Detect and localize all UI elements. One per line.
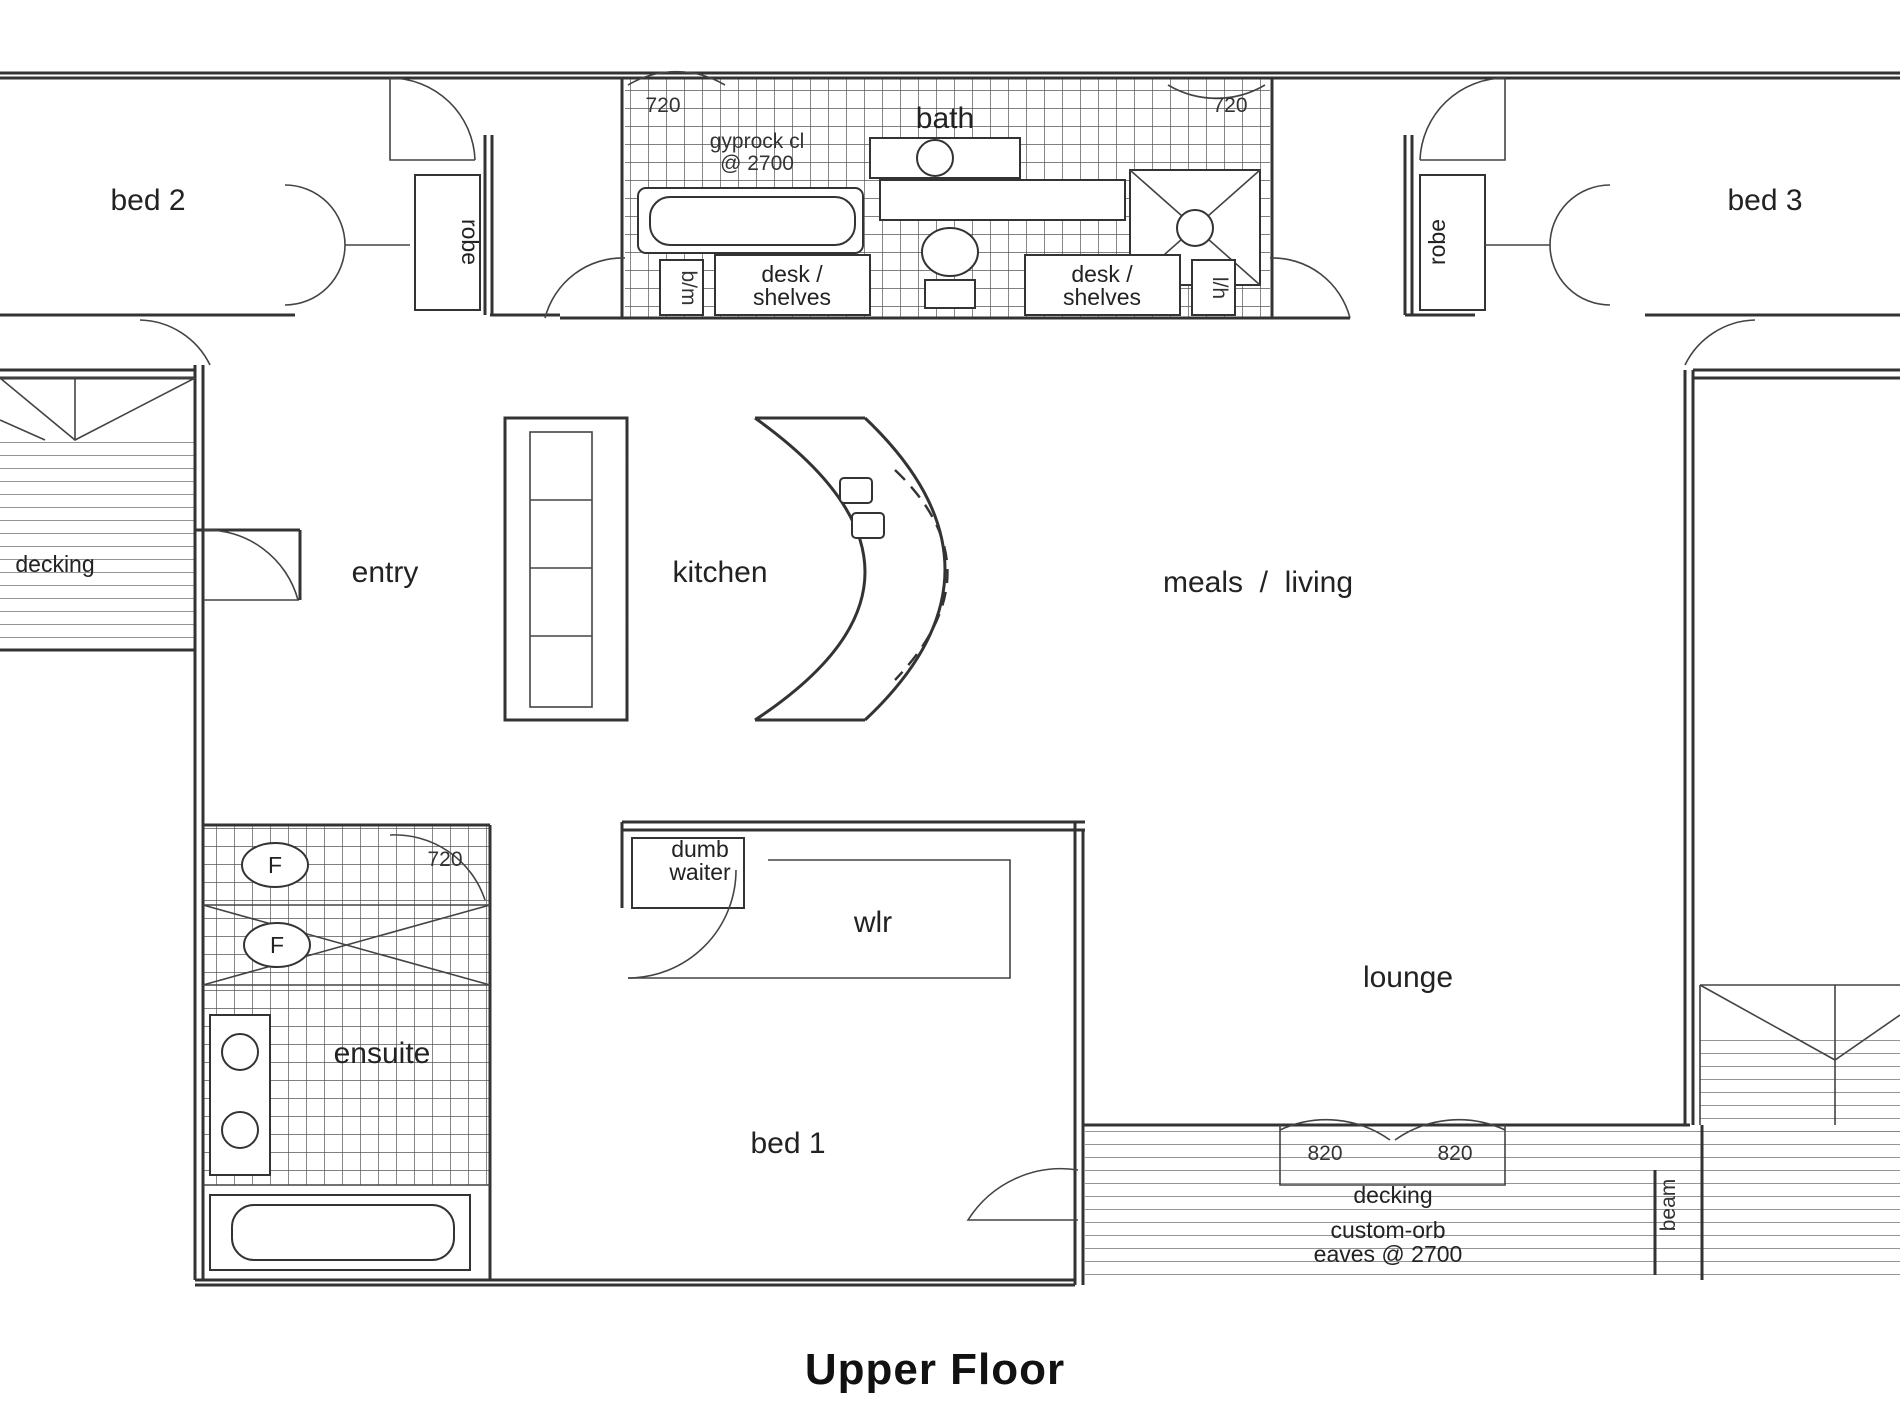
room-label-ensuite: ensuite <box>334 1037 431 1070</box>
eaves-label: eaves @ 2700 <box>1314 1241 1463 1267</box>
shelves-label: shelves <box>1063 284 1141 310</box>
bed-1-area: bed 1 <box>750 1127 1079 1221</box>
door-dim-720: 720 <box>645 94 680 117</box>
room-label-meals-living: meals / living <box>1163 566 1353 599</box>
bed-3: bed 3 robe <box>1419 77 1803 366</box>
dumb-waiter-label: dumb <box>671 836 729 862</box>
decking-label-rear: decking <box>1353 1182 1432 1208</box>
gyprock-label: gyprock cl <box>710 130 805 153</box>
deck-areas <box>0 440 1900 1275</box>
entry-area: decking entry <box>0 377 419 601</box>
custom-orb-label: custom-orb <box>1330 1217 1445 1243</box>
robe-label: robe <box>457 219 483 265</box>
kitchen-area: kitchen <box>503 416 949 722</box>
door-dim-720-ensuite: 720 <box>427 848 462 871</box>
dumb-waiter-label-2: waiter <box>668 859 731 885</box>
wir-area: dumb waiter wlr <box>620 820 1085 985</box>
room-label-bath: bath <box>916 102 974 135</box>
room-label-entry: entry <box>352 556 419 589</box>
room-label-kitchen: kitchen <box>672 556 767 589</box>
gyprock-height: @ 2700 <box>720 152 794 175</box>
bed-2: bed 2 robe <box>110 77 483 366</box>
room-label-lounge: lounge <box>1363 961 1453 994</box>
lh-label: l/h <box>1208 277 1231 299</box>
door-dim-720: 720 <box>1212 94 1247 117</box>
desk-label: desk / <box>1071 261 1133 287</box>
shelves-label: shelves <box>753 284 831 310</box>
beam-label: beam <box>1657 1179 1680 1232</box>
fridge-mark-2: F <box>270 932 284 958</box>
walls <box>0 71 1900 1287</box>
robe-label-2: robe <box>1424 219 1450 265</box>
door-dim-820-2: 820 <box>1437 1142 1472 1165</box>
bm-label: b/m <box>677 270 700 305</box>
decking-label: decking <box>15 551 94 577</box>
rear-decking: 820 820 decking custom-orb eaves @ 2700 … <box>1279 984 1900 1275</box>
fridge-mark: F <box>268 852 282 878</box>
desk-label: desk / <box>761 261 823 287</box>
room-label-bed-1: bed 1 <box>750 1127 825 1160</box>
door-dim-820: 820 <box>1307 1142 1342 1165</box>
room-label-bed-3: bed 3 <box>1727 184 1802 217</box>
room-label-wir: wlr <box>853 906 892 939</box>
plan-title: Upper Floor <box>805 1345 1065 1394</box>
room-label-bed-2: bed 2 <box>110 184 185 217</box>
bath-block: 720 720 bath gyprock cl @ 2700 b/m l/h d… <box>544 70 1351 319</box>
ensuite-area: F F 720 ensuite <box>202 823 492 1280</box>
